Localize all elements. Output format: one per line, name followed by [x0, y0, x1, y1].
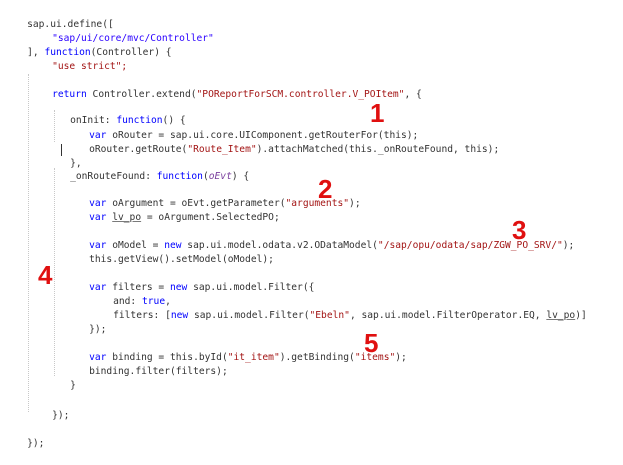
code-text: (Controller) {: [90, 47, 172, 58]
code-keyword: new: [169, 282, 188, 293]
code-text: onInit:: [70, 115, 117, 126]
code-string: "Ebeln": [309, 310, 350, 321]
code-string: "POReportForSCM.controller.V_POItem": [196, 89, 405, 100]
code-text: (: [202, 171, 209, 182]
code-text: sap.ui.define([: [27, 19, 114, 30]
code-line: this.getView().setModel(oModel);: [66, 239, 274, 265]
code-text: );: [562, 240, 575, 251]
code-text: oArgument = oEvt.getParameter(: [106, 198, 286, 209]
code-text: sap.ui.model.Filter({: [187, 282, 315, 293]
code-line: });: [29, 395, 69, 421]
code-keyword: return: [52, 89, 87, 100]
code-line: var oRouter = sap.ui.core.UIComponent.ge…: [66, 115, 418, 141]
code-line: },: [47, 143, 82, 169]
code-text: ,: [165, 296, 171, 307]
code-line: var oModel = new sap.ui.model.odata.v2.O…: [66, 225, 574, 251]
code-keyword: function: [156, 171, 203, 182]
code-text: filters: [: [113, 310, 171, 321]
code-keyword: var: [89, 212, 107, 223]
code-line: oRouter.getRoute("Route_Item").attachMat…: [66, 129, 499, 155]
code-line: "sap/ui/core/mvc/Controller": [29, 18, 214, 44]
code-text: );: [349, 198, 361, 209]
code-keyword: var: [89, 198, 107, 209]
code-text: () {: [162, 115, 186, 126]
code-line: var lv_po = oArgument.SelectedPO;: [66, 197, 280, 223]
code-text: and:: [113, 296, 142, 307]
code-string: "arguments": [285, 198, 350, 209]
code-keyword: var: [89, 282, 107, 293]
code-line: var binding = this.byId("it_item").getBi…: [66, 337, 407, 363]
code-text: , {: [404, 89, 422, 100]
code-line: filters: [new sap.ui.model.Filter("Ebeln…: [90, 295, 587, 321]
code-keyword: var: [89, 240, 107, 251]
code-text: = oArgument.SelectedPO;: [141, 212, 280, 223]
annotation-number: 1: [370, 98, 385, 128]
code-text: ).attachMatched(this._onRouteFound, this…: [256, 144, 500, 155]
code-line: binding.filter(filters);: [66, 351, 228, 377]
code-text: });: [89, 324, 107, 335]
annotation-number: 3: [512, 215, 527, 245]
code-line: onInit: function() {: [47, 100, 186, 126]
code-keyword: var: [89, 130, 107, 141]
code-line: return Controller.extend("POReportForSCM…: [29, 74, 422, 100]
code-text: ],: [27, 47, 45, 58]
code-text: oModel =: [106, 240, 165, 251]
code-line: }: [47, 365, 76, 391]
code-text: },: [70, 158, 82, 169]
code-text: sap.ui.model.Filter(: [188, 310, 310, 321]
code-parameter: oEvt: [208, 171, 232, 182]
code-keyword: function: [116, 115, 163, 126]
code-text: binding = this.byId(: [106, 352, 228, 363]
code-line: var filters = new sap.ui.model.Filter({: [66, 267, 314, 293]
code-keyword: function: [44, 47, 91, 58]
code-text: )]: [575, 310, 587, 321]
code-text: ) {: [231, 171, 250, 182]
code-string: "it_item": [227, 352, 280, 363]
code-line: "use strict";: [29, 46, 127, 72]
code-string: "/sap/opu/odata/sap/ZGW_PO_SRV/": [377, 240, 563, 251]
code-text: filters =: [106, 282, 170, 293]
annotation-number: 4: [38, 260, 53, 290]
code-text: this.getView().setModel(oModel);: [89, 254, 274, 265]
text-cursor: [61, 144, 62, 156]
code-line: _onRouteFound: function(oEvt) {: [47, 156, 249, 182]
code-string: "sap/ui/core/mvc/Controller": [52, 33, 214, 44]
code-editor[interactable]: sap.ui.define([ "sap/ui/core/mvc/Control…: [0, 0, 623, 449]
code-text: _onRouteFound:: [70, 171, 157, 182]
annotation-number: 5: [364, 328, 379, 358]
code-line: var oArgument = oEvt.getParameter("argum…: [66, 183, 361, 209]
code-line: });: [66, 309, 106, 335]
code-text: sap.ui.model.odata.v2.ODataModel(: [181, 240, 378, 251]
code-text: );: [395, 352, 407, 363]
code-line: sap.ui.define([: [4, 4, 114, 30]
code-line: });: [4, 423, 44, 449]
code-keyword: true: [142, 296, 166, 307]
annotation-number: 2: [318, 174, 333, 204]
code-string: "Route_Item": [187, 144, 257, 155]
indent-guide: [28, 74, 29, 412]
code-text: Controller.extend(: [86, 89, 197, 100]
code-keyword: new: [164, 240, 182, 251]
code-string: "use strict";: [52, 61, 128, 72]
code-text: });: [52, 410, 70, 421]
code-text: oRouter.getRoute(: [89, 144, 188, 155]
code-text: , sap.ui.model.FilterOperator.EQ,: [349, 310, 547, 321]
code-identifier: lv_po: [112, 212, 142, 223]
code-keyword: new: [170, 310, 189, 321]
code-text: }: [70, 380, 76, 391]
code-string: "items": [354, 352, 396, 363]
code-text: oRouter = sap.ui.core.UIComponent.getRou…: [106, 130, 419, 141]
indent-guide: [54, 168, 55, 376]
code-text: binding.filter(filters);: [89, 366, 228, 377]
code-text: });: [27, 438, 45, 449]
code-identifier: lv_po: [546, 310, 576, 321]
code-line: and: true,: [90, 281, 171, 307]
code-text: ).getBinding(: [279, 352, 355, 363]
code-keyword: var: [89, 352, 107, 363]
indent-guide: [54, 110, 55, 142]
code-line: ], function(Controller) {: [4, 32, 171, 58]
